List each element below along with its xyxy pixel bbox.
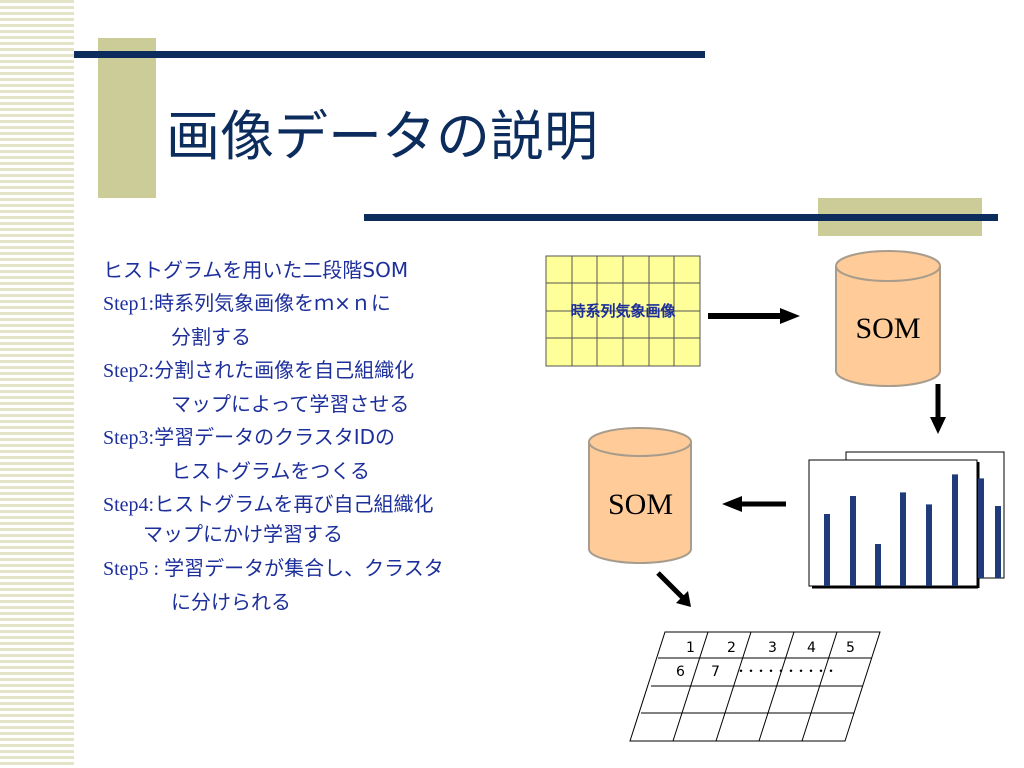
steps-list: ヒストグラムを用いた二段階SOM Step1:時系列気象画像をｍ×ｎに 分割する… [103, 254, 444, 619]
table-cell: 1 [686, 640, 695, 656]
step-4-line2: マップにかけ学習する [143, 522, 343, 546]
step-2-prefix: Step2: [103, 360, 155, 382]
step-3-prefix: Step3: [103, 427, 155, 449]
step-1-prefix: Step1: [103, 293, 155, 315]
step-intro-text: ヒストグラムを用いた二段階SOM [103, 258, 409, 282]
step-5: Step5 : 学習データが集合し、クラスタ [103, 552, 444, 586]
step-1: Step1:時系列気象画像をｍ×ｎに [103, 287, 444, 321]
histogram-bar [926, 504, 932, 586]
arrow-left [722, 496, 786, 512]
arrow-diagonal [656, 571, 691, 607]
step-4-line1: ヒストグラムを再び自己組織化 [154, 492, 434, 516]
step-2-line1: 分割された画像を自己組織化 [154, 358, 415, 382]
step-1-line2: 分割する [171, 325, 251, 349]
step-3-line1: 学習データのクラスタIDの [154, 425, 396, 449]
som-bottom-label: SOM [607, 488, 674, 521]
table-cell: 4 [807, 640, 816, 656]
arrow-right [708, 308, 800, 324]
histogram-bar [978, 478, 984, 578]
step-1-line1: 時系列気象画像をｍ×ｎに [154, 291, 391, 315]
histogram-bar [900, 492, 906, 586]
top-rule [74, 51, 705, 58]
step-4-prefix: Step4: [103, 494, 155, 516]
histogram-bar [824, 514, 830, 586]
bottom-rule [364, 214, 998, 221]
arrow-down [930, 384, 946, 434]
step-4: Step4:ヒストグラムを再び自己組織化 [103, 488, 444, 522]
som-bottom-cylinder [588, 427, 692, 564]
table-cell: 6 [676, 664, 685, 680]
histogram-sheets [808, 451, 1005, 589]
som-top-cylinder [835, 250, 941, 387]
step-5-prefix: Step5 : [103, 558, 165, 580]
table-ellipsis: ・・・・・・・・・・ [735, 664, 837, 678]
histogram-bar [995, 506, 1001, 578]
som-top-label: SOM [855, 312, 921, 345]
page-title: 画像データの説明 [166, 105, 598, 168]
step-5-line1: 学習データが集合し、クラスタ [164, 556, 444, 580]
table-cell: 2 [727, 640, 736, 656]
table-cell: 5 [846, 640, 855, 656]
histogram-bar [952, 474, 958, 586]
step-5-line2: に分けられる [171, 590, 291, 614]
histogram-bars-front [824, 474, 958, 586]
step-3: Step3:学習データのクラスタIDの [103, 421, 444, 455]
title-accent-block [98, 38, 156, 198]
step-intro: ヒストグラムを用いた二段階SOM [103, 254, 444, 287]
histogram-bar [850, 496, 856, 586]
step-2-line2: マップによって学習させる [171, 392, 410, 416]
image-grid [545, 255, 701, 367]
bottom-rule-overlay [818, 214, 982, 221]
histogram-bars-back [978, 478, 1001, 578]
histogram-bar [875, 544, 881, 586]
step-3-line2: ヒストグラムをつくる [171, 459, 370, 483]
decorative-stripes [0, 0, 74, 768]
result-table [629, 631, 881, 742]
image-grid-label: 時系列気象画像 [570, 302, 676, 320]
table-cell: 3 [768, 640, 777, 656]
step-2: Step2:分割された画像を自己組織化 [103, 354, 444, 388]
table-cell: 7 [711, 664, 720, 680]
